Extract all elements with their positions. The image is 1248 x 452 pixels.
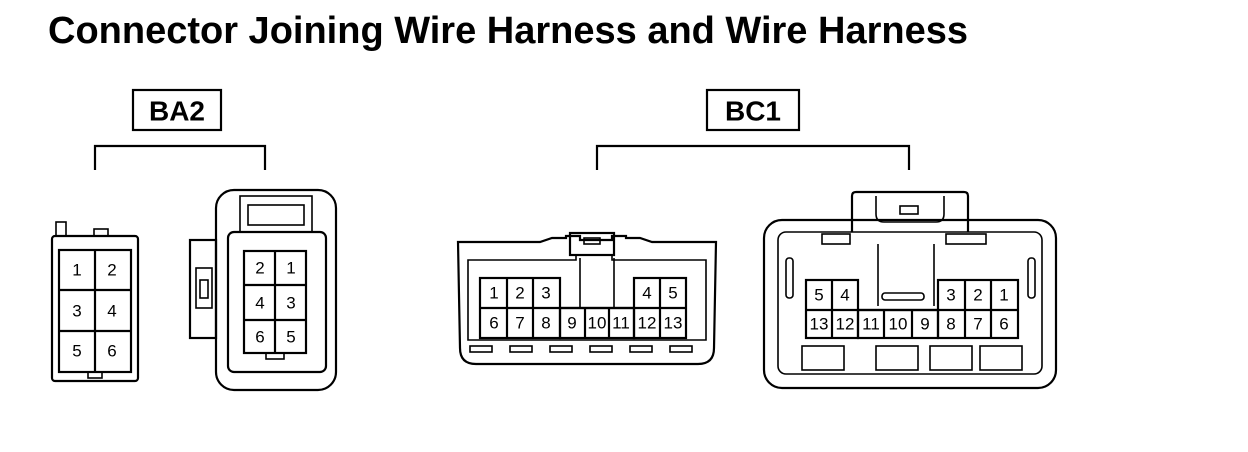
bc1-left-slot	[469, 345, 493, 353]
pin-label: 13	[664, 314, 683, 333]
pin-label: 10	[588, 314, 607, 333]
bc1-left-slot	[589, 345, 613, 353]
pin-label: 2	[973, 286, 982, 305]
bc1-left-housing	[456, 234, 718, 366]
bc1-label: BC1	[725, 96, 781, 127]
pin-label: 7	[515, 314, 524, 333]
page-title: Connector Joining Wire Harness and Wire …	[48, 10, 968, 52]
pin-label: 5	[814, 286, 823, 305]
ba2-right-connector: 2 1 4 3 6 5	[188, 188, 338, 392]
bc1-left-slot	[629, 345, 653, 353]
bc1-right-connector: 5 4 3 2 1 13 12 11 10 9 8 7 6	[762, 190, 1058, 390]
ba2-label-box	[131, 88, 223, 132]
ba2-left-tab	[55, 221, 67, 237]
pin-label: 4	[642, 284, 651, 303]
pin-label: 5	[668, 284, 677, 303]
pin-label: 1	[489, 284, 498, 303]
pin-label: 5	[286, 328, 295, 347]
ba2-right-inner	[226, 230, 328, 374]
ba2-right-latch	[265, 352, 285, 360]
ba2-left-connector: 1 2 3 4 5 6	[50, 221, 140, 383]
bc1-right-inner	[777, 231, 1043, 375]
pin-label: 1	[999, 286, 1008, 305]
pin-label: 2	[107, 261, 116, 280]
pin-label: 6	[489, 314, 498, 333]
pin-label: 2	[255, 259, 264, 278]
ba2-right-side-lock	[188, 238, 218, 340]
bc1-right-housing	[762, 218, 1058, 390]
bc1-left-connector: 1 2 3 4 5 6 7 8 9 10 11 12 13	[456, 231, 718, 366]
pin-label: 12	[836, 315, 855, 334]
bc1-label-group: BC1	[595, 88, 911, 170]
bc1-right-guide	[785, 257, 794, 299]
pin-label: 1	[72, 261, 81, 280]
pin-label: 6	[107, 342, 116, 361]
pin-label: 6	[255, 328, 264, 347]
ba2-right-top-lock-inner	[247, 204, 305, 226]
ba2-right-side-lock-inner	[195, 267, 213, 309]
pin-label: 5	[72, 342, 81, 361]
pin-label: 8	[541, 314, 550, 333]
pin-label: 7	[973, 315, 982, 334]
bc1-right-slot	[875, 345, 919, 371]
pin-label: 10	[889, 315, 908, 334]
ba2-left-latch	[87, 371, 103, 379]
bc1-right-guide	[1027, 257, 1036, 299]
bc1-left-top-lock-slot	[583, 237, 601, 245]
ba2-label: BA2	[149, 96, 205, 127]
ba2-bracket	[93, 144, 267, 170]
bc1-right-top-lock-slot	[899, 205, 919, 215]
pin-label: 9	[567, 314, 576, 333]
bc1-right-top-lock-inner	[875, 196, 945, 223]
pin-label: 4	[840, 286, 849, 305]
bc1-right-slot	[929, 345, 973, 371]
pin-label: 13	[810, 315, 829, 334]
pin-label: 3	[946, 286, 955, 305]
pin-label: 11	[862, 315, 880, 334]
pin-label: 4	[255, 294, 264, 313]
pin-label: 3	[72, 302, 81, 321]
bc1-right-key	[945, 233, 987, 245]
ba2-label-group: BA2	[93, 88, 267, 170]
pin-label: 11	[612, 314, 630, 333]
ba2-right-top-lock	[239, 195, 313, 233]
ba2-left-tab	[93, 228, 109, 237]
bc1-label-box	[705, 88, 801, 132]
bc1-left-slot	[509, 345, 533, 353]
bc1-left-inner	[467, 254, 707, 341]
ba2-right-side-lock-slot	[199, 279, 209, 299]
pin-label: 1	[286, 259, 295, 278]
pin-label: 9	[920, 315, 929, 334]
bc1-bracket	[595, 144, 911, 170]
pin-label: 6	[999, 315, 1008, 334]
pin-label: 3	[286, 294, 295, 313]
pin-label: 2	[515, 284, 524, 303]
bc1-left-slot	[549, 345, 573, 353]
pin-label: 12	[638, 314, 657, 333]
bc1-right-latch	[881, 292, 925, 301]
bc1-right-top-lock	[850, 190, 970, 232]
bc1-right-slot	[979, 345, 1023, 371]
pin-label: 8	[946, 315, 955, 334]
bc1-right-key	[821, 233, 851, 245]
pin-label: 3	[541, 284, 550, 303]
bc1-right-slot	[801, 345, 845, 371]
pin-label: 4	[107, 302, 116, 321]
bc1-left-slot	[669, 345, 693, 353]
